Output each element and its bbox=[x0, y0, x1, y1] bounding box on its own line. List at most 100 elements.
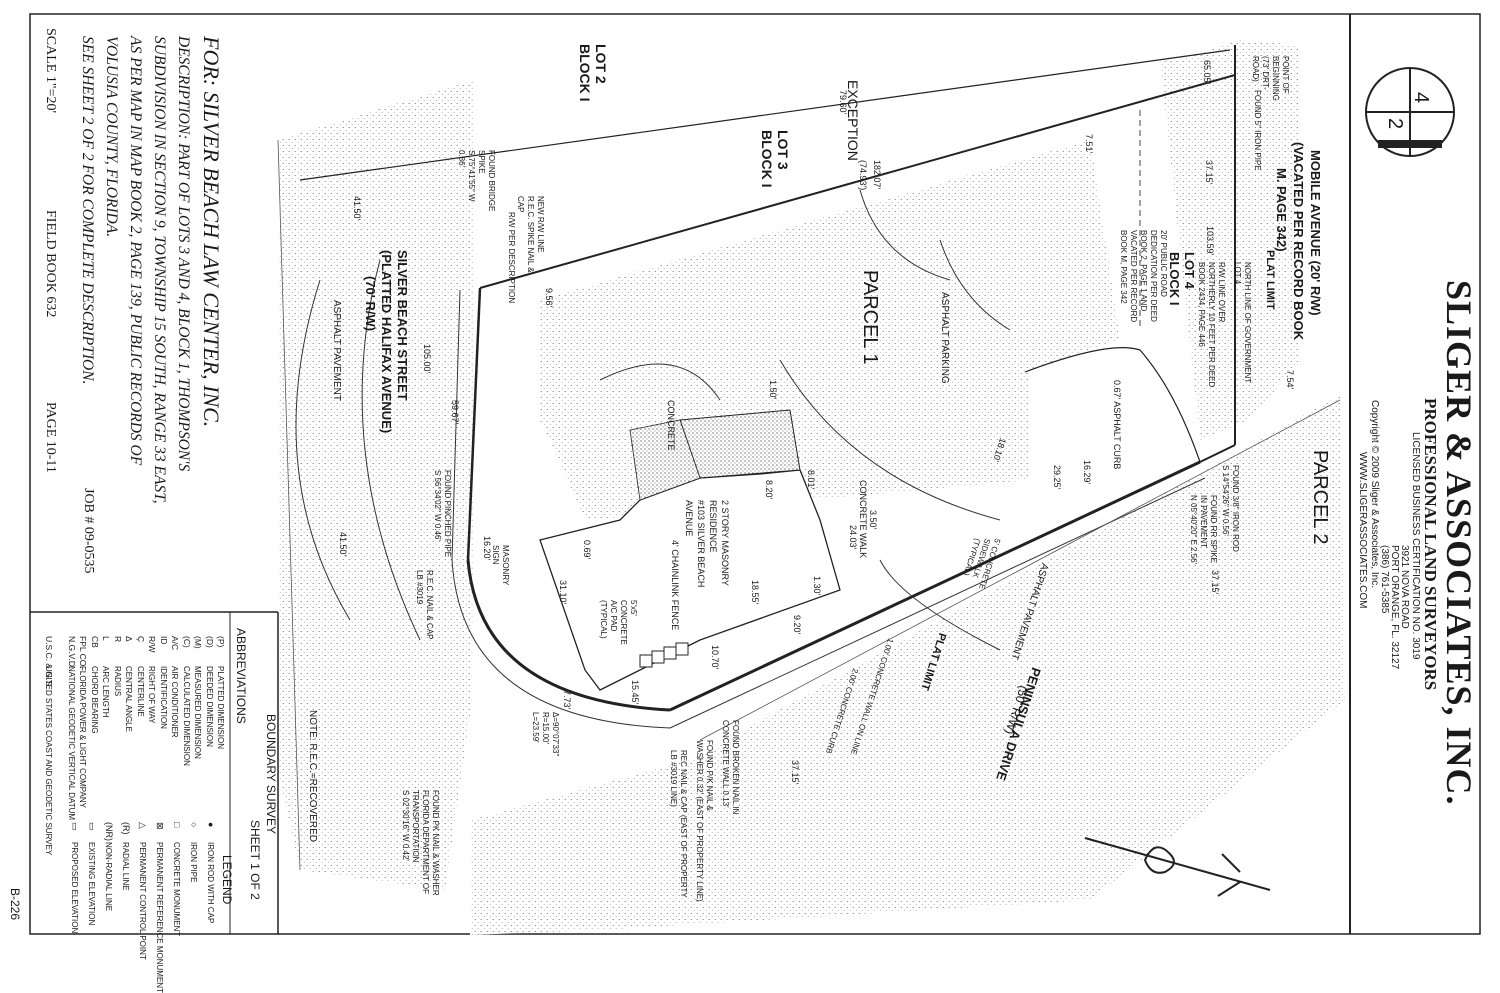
plan-label-found_bridge_spike-0: FOUND BRIDGE bbox=[487, 150, 496, 212]
firm-name: SLIGER & ASSOCIATES, INC. bbox=[1439, 280, 1479, 806]
abbrev-term: RADIUS bbox=[112, 666, 122, 697]
plan-label-new_rw-0: NEW R/W LINE bbox=[536, 196, 545, 253]
plan-label-ac_pad-2: A/C PAD bbox=[609, 600, 618, 632]
plan-label-dims-d15: 41.50' bbox=[352, 196, 362, 221]
plan-label-found_broken_nail-0: FOUND BROKEN NAIL IN bbox=[731, 720, 740, 815]
plan-label-north_line-0: NORTH LINE OF GOVERNMENT bbox=[1243, 262, 1252, 384]
plan-label-found_spike-2: N 05°40'20" E 2.56' bbox=[1189, 495, 1198, 565]
plan-label-new_rw-1: R.E.C. SPIKE NAIL & bbox=[526, 196, 535, 273]
description-line-2: SUBDIVISION IN SECTION 9, TOWNSHIP 15 SO… bbox=[151, 36, 168, 504]
legend-title: LEGEND bbox=[220, 855, 234, 905]
plan-label-dims-d19: 16.20' bbox=[482, 536, 492, 561]
plan-label-parcel2: PARCEL 2 bbox=[1309, 450, 1331, 545]
description-line-1: DESCRIPTION: PART OF LOTS 3 AND 4, BLOCK… bbox=[175, 36, 192, 472]
plan-label-dims-d29: 0.69' bbox=[582, 540, 592, 560]
abbrev-code: A/C bbox=[170, 636, 180, 651]
plan-label-chainlink: 4' CHAINLINK FENCE bbox=[670, 540, 680, 631]
plan-label-ac_pad-0: 5'x5' bbox=[629, 600, 638, 616]
plan-label-found_rod-1: S 14°54'26" W 0.56' bbox=[1221, 465, 1230, 536]
plan-label-found_nail-1: FLORIDA DEPARTMENT OF bbox=[421, 790, 430, 895]
residence-outline bbox=[539, 469, 841, 691]
concrete-walk-area bbox=[679, 409, 801, 479]
firm-website: WWW.SLIGERASSOCIATES.COM bbox=[1357, 452, 1368, 609]
plan-label-dims-d32: 8.20' bbox=[764, 480, 774, 500]
abbrev-code: (M) bbox=[193, 636, 203, 649]
plan-label-pob-1: BEGINNING bbox=[1271, 56, 1280, 101]
client-for-line: FOR: SILVER BEACH LAW CENTER, INC. bbox=[199, 36, 224, 428]
sheet-id: B-226 bbox=[8, 888, 22, 921]
abbreviations-title: ABBREVIATIONS bbox=[234, 628, 248, 724]
legend-term: PERMANENT CONTROL POINT bbox=[138, 842, 147, 960]
plan-label-mobile_ave-2: M. PAGE 342) bbox=[1274, 168, 1289, 252]
plan-label-curve-0: Δ=90°07'33" bbox=[551, 712, 560, 757]
scale: SCALE 1"=20' bbox=[43, 28, 58, 113]
plan-label-ac_pad-3: (TYPICAL) bbox=[599, 600, 608, 639]
abbrev-code: N.G.V.D. bbox=[66, 636, 77, 670]
plan-label-found_bridge_spike-2: S 75°41'55" W bbox=[467, 150, 476, 202]
north-arrow bbox=[1084, 837, 1271, 897]
silver-beach-street-area bbox=[278, 80, 474, 890]
plan-label-dims-d17: 24.03' bbox=[848, 525, 858, 550]
plan-label-dims-d28: 8.01' bbox=[806, 470, 816, 490]
plan-label-lot2-0: LOT 2 bbox=[593, 44, 609, 84]
abbrev-term: CALCULATED DIMENSION bbox=[181, 666, 191, 766]
plan-label-rw_desc-0: R/W LINE OVER bbox=[1217, 262, 1226, 323]
plan-label-dims-d7: 37.15' bbox=[1204, 160, 1214, 185]
survey-plan bbox=[29, 13, 1481, 935]
plan-label-dims-d18: 3.50' bbox=[868, 510, 878, 530]
plan-label-pob-3: ROAD) bbox=[1251, 56, 1260, 82]
plan-label-silver_beach-1: (PLATTED HALIFAX AVENUE) bbox=[379, 250, 394, 434]
plan-label-plat_limit: PLAT LIMIT bbox=[1264, 250, 1276, 310]
plan-label-rw_desc-2: BOOK 2434, PAGE 446 bbox=[1197, 262, 1206, 347]
abbrev-term: DEEDED DIMENSION bbox=[204, 666, 214, 747]
plan-label-dims-d12: 59.67' bbox=[450, 400, 460, 425]
plan-label-dims-d3: (74.93') bbox=[858, 160, 868, 191]
plan-label-found_pinch-1: S 56°34'02" W 0.46' bbox=[433, 470, 442, 541]
abbrev-term: IDENTIFICATION bbox=[158, 666, 168, 729]
plan-label-mobile_ave-1: (VACATED PER RECORD BOOK bbox=[1291, 142, 1306, 341]
plan-label-asphalt_parking: ASPHALT PARKING bbox=[939, 292, 950, 384]
legend-symbol: ▭ bbox=[87, 822, 97, 831]
abbrev-term: ARC LENGTH bbox=[101, 666, 110, 718]
parking-area bbox=[540, 140, 1120, 520]
plan-label-residence-1: RESIDENCE bbox=[708, 500, 718, 553]
legend-symbol: ▭ bbox=[70, 822, 80, 831]
plan-label-dims-d21: 7.73' bbox=[562, 690, 572, 710]
plan-label-new_rw-2: CAP bbox=[516, 196, 525, 213]
abbrev-term: NATIONAL GEODETIC VERTICAL DATUM bbox=[66, 666, 76, 821]
firm-city: PORT ORANGE, FL. 32127 bbox=[1389, 545, 1400, 670]
legend-term: EXISTING ELEVATION bbox=[87, 842, 96, 926]
plan-label-public_road-0: 20' PUBLIC ROAD bbox=[1159, 230, 1168, 297]
plan-label-rw_per_desc: R/W PER DESCRIPTION bbox=[507, 212, 516, 304]
legend-term: IRON ROD WITH CAP bbox=[206, 842, 215, 924]
plan-label-found_bridge_spike-3: 0.86' bbox=[457, 150, 466, 168]
legend-term: CONCRETE MONUMENT bbox=[172, 842, 181, 937]
plan-label-dims-d1: 79.60' bbox=[838, 90, 848, 115]
plan-label-lot3-1: BLOCK I bbox=[759, 130, 775, 188]
abbrev-term: MEASURED DIMENSION bbox=[193, 666, 202, 759]
firm-subtitle: PROFESSIONAL LAND SURVEYORS bbox=[1421, 398, 1440, 691]
plan-label-residence-0: 2 STORY MASONRY bbox=[720, 500, 730, 586]
plan-label-lot4-0: LOT 4 bbox=[1182, 252, 1197, 289]
firm-address: 3921 NOVA ROAD bbox=[1399, 545, 1410, 629]
plan-label-dims-d9: 7.54' bbox=[1285, 370, 1295, 390]
plan-label-curve-2: L=23.59' bbox=[531, 712, 540, 743]
abbrev-term: CENTRAL ANGLE bbox=[124, 666, 133, 732]
note: NOTE: R.E.C.=RECOVERED bbox=[307, 710, 318, 842]
concrete-area bbox=[629, 419, 701, 501]
abbrev-term: AIR CONDITIONER bbox=[170, 666, 179, 738]
abbrev-term: PLATTED DIMENSION bbox=[216, 666, 225, 749]
plan-label-rec_nail_cap-1: LB #3019 bbox=[415, 570, 424, 605]
plan-label-dims-d4: 9.56' bbox=[544, 288, 554, 308]
plan-label-dims-d25: 10.70' bbox=[710, 645, 720, 670]
logo-number-4: 4 bbox=[1410, 92, 1432, 104]
description-line-4: VOLUSIA COUNTY, FLORIDA. bbox=[103, 36, 120, 238]
plan-label-public_road-3: VACATED PER RECORD bbox=[1129, 230, 1138, 323]
plan-label-dims-d5: 7.51' bbox=[1084, 134, 1094, 154]
abbrev-code: R bbox=[112, 636, 123, 643]
plan-label-dims-d24: 15.45' bbox=[630, 680, 640, 705]
peninsula-drive-area bbox=[470, 395, 1345, 935]
legend-symbol: (NR) bbox=[104, 822, 114, 841]
plan-label-found_nail-0: FOUND PK NAIL & WASHER bbox=[431, 790, 440, 896]
plan-label-concrete_walk: CONCRETE WALK bbox=[858, 480, 868, 559]
